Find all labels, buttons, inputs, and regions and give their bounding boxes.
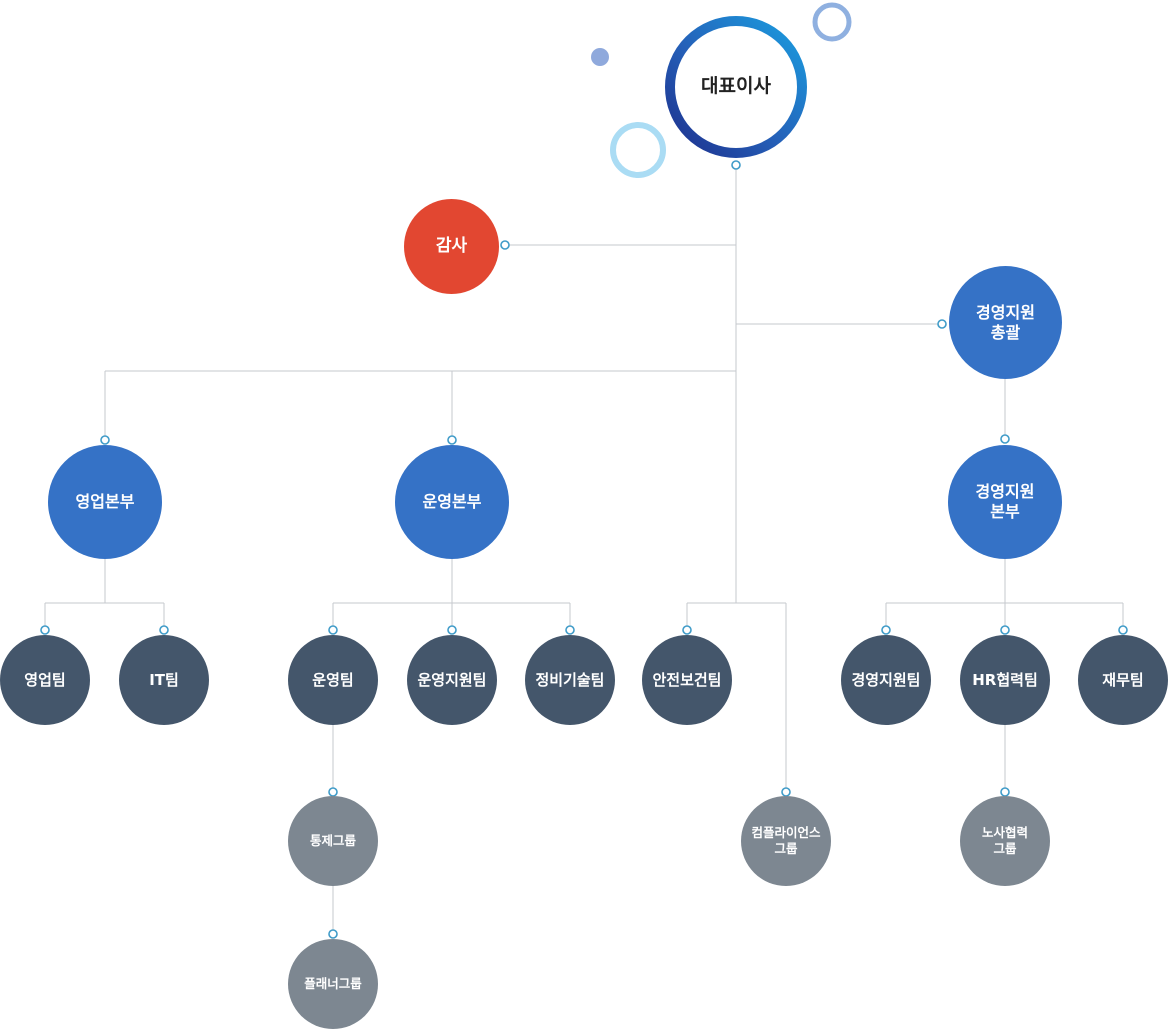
connector-dot: [500, 240, 510, 250]
ops-support-team-label: 운영지원팀: [417, 670, 487, 689]
finance-team-label: 재무팀: [1102, 670, 1144, 689]
ceo-label: 대표이사: [701, 75, 771, 98]
connector-dot: [1000, 434, 1010, 444]
hr-team-label: HR협력팀: [972, 670, 1038, 689]
control-group-node[interactable]: 통제그룹: [288, 796, 378, 886]
audit-node[interactable]: 감사: [404, 199, 499, 294]
support-division-node[interactable]: 경영지원 본부: [948, 445, 1062, 559]
connector-dot: [937, 319, 947, 329]
connector-dot: [682, 625, 692, 635]
labor-group-node[interactable]: 노사협력 그룹: [960, 796, 1050, 886]
finance-team-node[interactable]: 재무팀: [1078, 635, 1168, 725]
maintenance-team-label: 정비기술팀: [535, 670, 605, 689]
connector-dot: [159, 625, 169, 635]
hr-team-node[interactable]: HR협력팀: [960, 635, 1050, 725]
decor-small-dot: [591, 48, 609, 66]
connector-dot: [881, 625, 891, 635]
sales-team-node[interactable]: 영업팀: [0, 635, 90, 725]
it-team-node[interactable]: IT팀: [119, 635, 209, 725]
gm-support-label: 경영지원 총괄: [976, 302, 1035, 342]
connector-dot: [328, 929, 338, 939]
ceo-node[interactable]: 대표이사: [666, 17, 806, 157]
sales-team-label: 영업팀: [24, 670, 66, 689]
safety-team-node[interactable]: 안전보건팀: [642, 635, 732, 725]
ceo-ring: [665, 16, 807, 158]
connector-dot: [40, 625, 50, 635]
safety-team-label: 안전보건팀: [652, 670, 722, 689]
it-team-label: IT팀: [149, 670, 179, 689]
connector-dots: [40, 160, 1128, 939]
connector-dot: [100, 435, 110, 445]
planner-group-node[interactable]: 플래너그룹: [288, 939, 378, 1029]
connector-dot: [328, 787, 338, 797]
support-division-label: 경영지원 본부: [975, 482, 1035, 521]
connector-lines: [44, 165, 1124, 934]
connector-dot: [328, 625, 338, 635]
mgmt-support-team-node[interactable]: 경영지원팀: [841, 635, 931, 725]
connector-dot: [565, 625, 575, 635]
sales-division-node[interactable]: 영업본부: [48, 445, 162, 559]
connector-dot: [1118, 625, 1128, 635]
ops-team-node[interactable]: 운영팀: [288, 635, 378, 725]
ops-division-label: 운영본부: [422, 492, 482, 511]
decor-ring-left: [610, 122, 666, 178]
connector-dot: [1000, 625, 1010, 635]
connector-dot: [781, 787, 791, 797]
connector-dot: [447, 435, 457, 445]
compliance-group-node[interactable]: 컴플라이언스 그룹: [741, 796, 831, 886]
ops-team-label: 운영팀: [312, 670, 354, 689]
sales-division-label: 영업본부: [75, 492, 135, 511]
ops-division-node[interactable]: 운영본부: [395, 445, 509, 559]
connector-dot: [447, 625, 457, 635]
maintenance-team-node[interactable]: 정비기술팀: [525, 635, 615, 725]
audit-label: 감사: [435, 235, 468, 256]
labor-group-label: 노사협력 그룹: [981, 825, 1028, 856]
control-group-label: 통제그룹: [309, 833, 356, 849]
ops-support-team-node[interactable]: 운영지원팀: [407, 635, 497, 725]
connector-dot: [731, 160, 741, 170]
connector-dot: [1000, 787, 1010, 797]
compliance-group-label: 컴플라이언스 그룹: [751, 825, 821, 856]
planner-group-label: 플래너그룹: [304, 976, 362, 992]
decor-ring-top: [812, 2, 852, 42]
mgmt-support-team-label: 경영지원팀: [851, 670, 921, 689]
gm-support-node[interactable]: 경영지원 총괄: [949, 266, 1062, 379]
